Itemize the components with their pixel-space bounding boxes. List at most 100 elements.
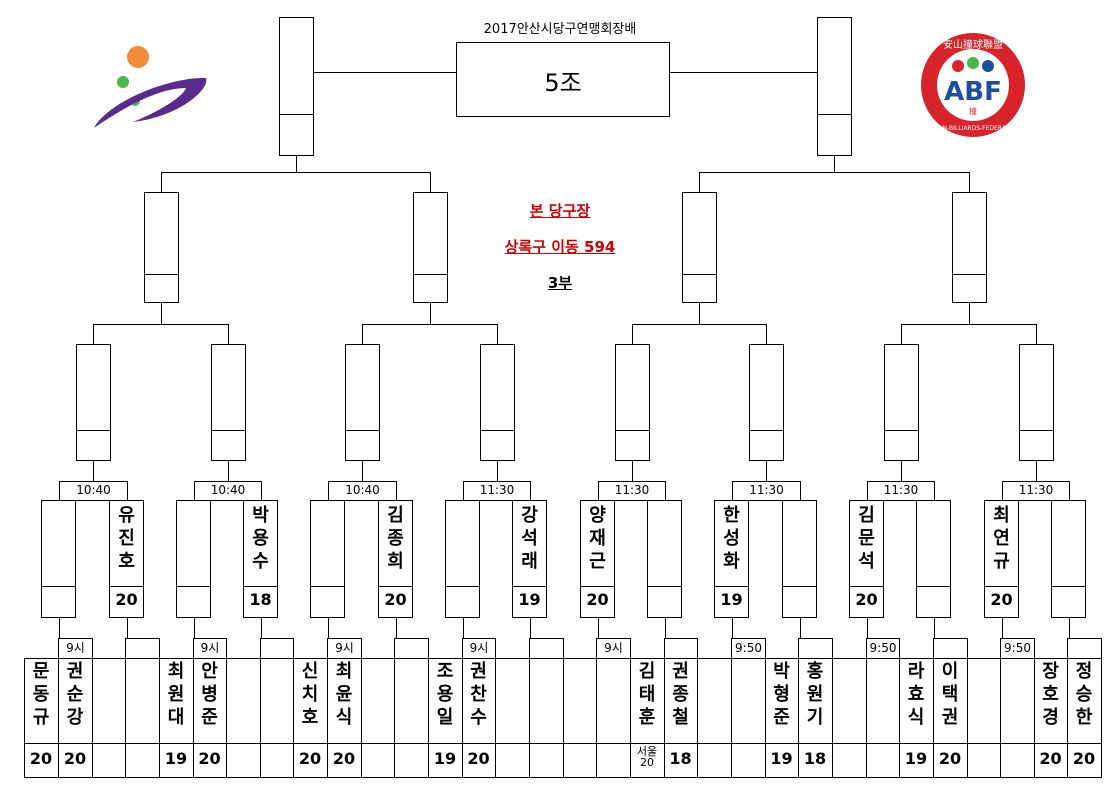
player-score: 20 — [29, 749, 53, 768]
round1-time: 9시 — [462, 638, 496, 659]
bracket-line — [161, 302, 162, 325]
round4-slot — [413, 192, 448, 303]
round3-slot — [345, 344, 380, 461]
bracket-line — [497, 460, 498, 482]
seed-name: 최 연 규 — [993, 505, 1010, 572]
bracket-line — [901, 460, 902, 482]
bracket-line — [1002, 617, 1003, 639]
bracket-line — [93, 324, 94, 345]
bracket-line — [867, 617, 868, 639]
bracket-line — [682, 274, 717, 275]
round2-slot — [1051, 500, 1086, 618]
bracket-line — [630, 658, 631, 778]
group-box: 5조 — [456, 42, 670, 117]
bracket-line — [193, 658, 194, 778]
round3-slot — [1019, 344, 1054, 461]
bracket-line — [310, 586, 345, 587]
round1-stub — [125, 638, 160, 659]
round1-time: 9:50 — [866, 638, 900, 659]
venue-name: 본 당구장 — [529, 202, 591, 220]
bracket-line — [699, 172, 700, 193]
bracket-line — [697, 658, 698, 778]
seed-score: 20 — [990, 590, 1013, 609]
final-slot — [817, 17, 852, 156]
bracket-line — [361, 658, 362, 778]
bracket-line — [176, 586, 211, 587]
player-score: 19 — [904, 749, 928, 768]
bracket-line — [93, 460, 94, 482]
bracket-line — [529, 658, 530, 778]
bracket-line — [731, 658, 732, 778]
seed-score: 19 — [518, 590, 541, 609]
bracket-line — [1051, 586, 1086, 587]
player-name: 최 윤 식 — [335, 661, 353, 728]
player-name: 문 동 규 — [32, 661, 50, 728]
bracket-line — [714, 586, 749, 587]
abf-letters: ABF — [944, 77, 1002, 107]
bracket-line — [226, 658, 227, 778]
bracket-line — [934, 617, 935, 639]
round2-time: 11:30 — [867, 481, 935, 501]
bracket-line — [832, 658, 833, 778]
player-score: 20 — [1039, 749, 1062, 768]
seed-name: 박 용 수 — [252, 505, 269, 572]
bracket-line — [396, 617, 397, 639]
bracket-line — [512, 586, 547, 587]
round2-time: 10:40 — [59, 481, 128, 501]
city-logo-icon — [94, 46, 207, 128]
bracket-line — [766, 460, 767, 482]
bracket-line — [732, 617, 733, 639]
round1-time: 9:50 — [1000, 638, 1035, 659]
bracket-line — [161, 172, 162, 193]
bracket-line — [76, 430, 111, 431]
round4-slot — [682, 192, 717, 303]
round4-slot — [952, 192, 987, 303]
bracket-line — [109, 586, 144, 587]
bracket-line — [632, 324, 633, 345]
bracket-line — [1019, 430, 1054, 431]
player-score: 20 — [332, 749, 356, 768]
bracket-line — [228, 324, 229, 345]
player-name: 조 용 일 — [436, 661, 454, 728]
player-score-value: 20 — [640, 756, 654, 769]
bracket-line — [834, 156, 835, 173]
round1-stub — [260, 638, 294, 659]
player-score: 20 — [938, 749, 962, 768]
bracket-line — [480, 430, 515, 431]
bracket-line — [362, 324, 363, 345]
abf-ring-text: ANSAN-BILLIARDS-FEDERATION — [926, 125, 1020, 132]
seed-name: 양 재 근 — [589, 505, 606, 572]
round1-time: 9시 — [58, 638, 93, 659]
bracket-line — [260, 658, 261, 778]
seed-name: 강 석 래 — [521, 505, 538, 572]
player-name: 권 찬 수 — [470, 661, 487, 728]
abf-logo-icon: 安山撞球聯盟 ABF 撞 ANSAN-BILLIARDS-FEDERATION — [921, 33, 1025, 137]
player-score: 20 — [298, 749, 322, 768]
bracket-line — [916, 586, 951, 587]
player-name: 박 형 준 — [773, 661, 790, 728]
bracket-line — [664, 658, 665, 778]
bracket-line — [615, 430, 650, 431]
bracket-line — [261, 617, 262, 639]
round2-slot — [984, 500, 1019, 618]
bracket-line — [159, 658, 160, 778]
bracket-line — [144, 274, 179, 275]
round2-time: 11:30 — [732, 481, 801, 501]
bracket-line — [647, 586, 682, 587]
bracket-line — [279, 114, 314, 115]
bracket-line — [228, 460, 229, 482]
round2-slot — [714, 500, 749, 618]
bracket-line — [530, 617, 531, 639]
round1-stub — [933, 638, 968, 659]
round2-slot — [41, 500, 76, 618]
bracket-line — [632, 460, 633, 482]
bracket-line — [378, 586, 413, 587]
bracket-line — [849, 586, 884, 587]
player-score: 20 — [63, 749, 87, 768]
bracket-line — [766, 324, 767, 345]
bracket-line — [327, 658, 328, 778]
round2-time: 11:30 — [598, 481, 666, 501]
bracket-line — [1036, 324, 1037, 345]
seed-name: 한 성 화 — [723, 505, 740, 572]
